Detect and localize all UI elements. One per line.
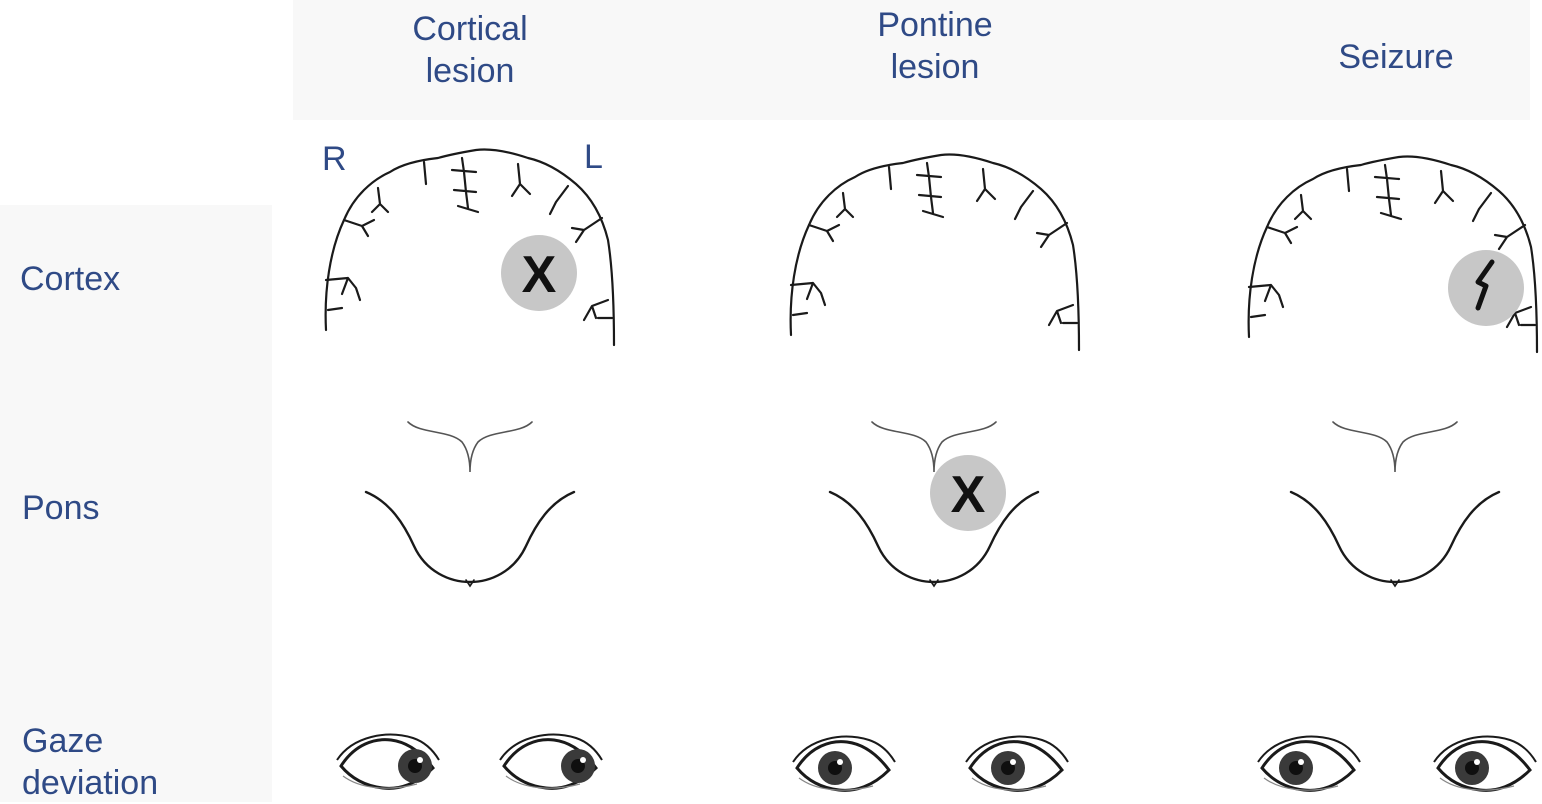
lesion-mark-x: X <box>951 466 986 524</box>
pons-seizure <box>1291 422 1499 586</box>
cortex-brain-cortical <box>326 149 614 345</box>
pontine-lesion-marker: X <box>930 455 1006 531</box>
eyes-cortical <box>337 735 602 789</box>
lesion-mark-x: X <box>522 246 557 304</box>
pons-cortical <box>366 422 574 586</box>
seizure-marker <box>1448 250 1524 326</box>
cortex-brain-pontine <box>791 154 1079 350</box>
cortical-lesion-marker: X <box>501 235 577 311</box>
eyes-seizure <box>1258 737 1536 791</box>
eyes-pontine <box>793 737 1068 791</box>
